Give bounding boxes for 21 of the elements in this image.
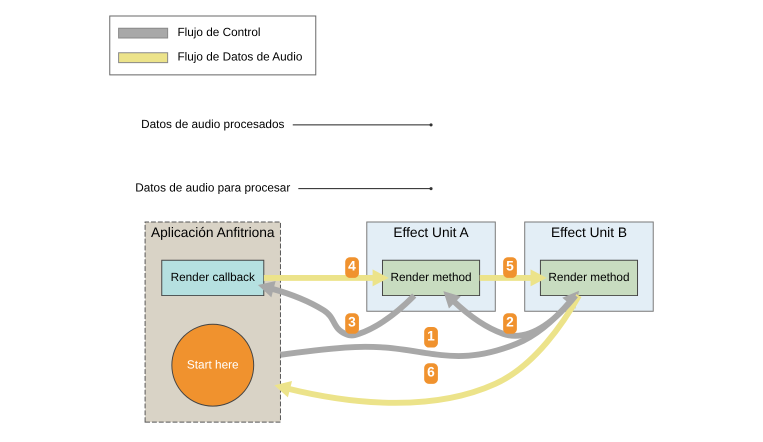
node-text: Datos de audio procesados: [141, 118, 284, 131]
arrow: [443, 291, 578, 339]
arrow: [480, 269, 547, 286]
edge-label: 5: [506, 258, 514, 274]
edge-label: 2: [506, 314, 514, 330]
edge-label: 3: [348, 314, 356, 330]
edge-label: 6: [427, 364, 435, 380]
arrow: [258, 280, 416, 338]
node-circle: Start here: [171, 324, 254, 407]
arrow: [264, 269, 389, 286]
edge-label: 4: [348, 258, 356, 274]
connector: [298, 188, 430, 190]
node-text: Datos de audio para procesar: [135, 182, 290, 195]
node-box: Render callback: [161, 260, 264, 296]
connector: [292, 124, 430, 126]
legend-label: Flujo de Control: [177, 26, 261, 40]
legend-label: Flujo de Datos de Audio: [177, 50, 302, 64]
node-box: Render method: [382, 260, 480, 296]
node-box: Render method: [540, 260, 638, 296]
arrow: [274, 294, 582, 406]
edge-label: 1: [427, 328, 435, 344]
